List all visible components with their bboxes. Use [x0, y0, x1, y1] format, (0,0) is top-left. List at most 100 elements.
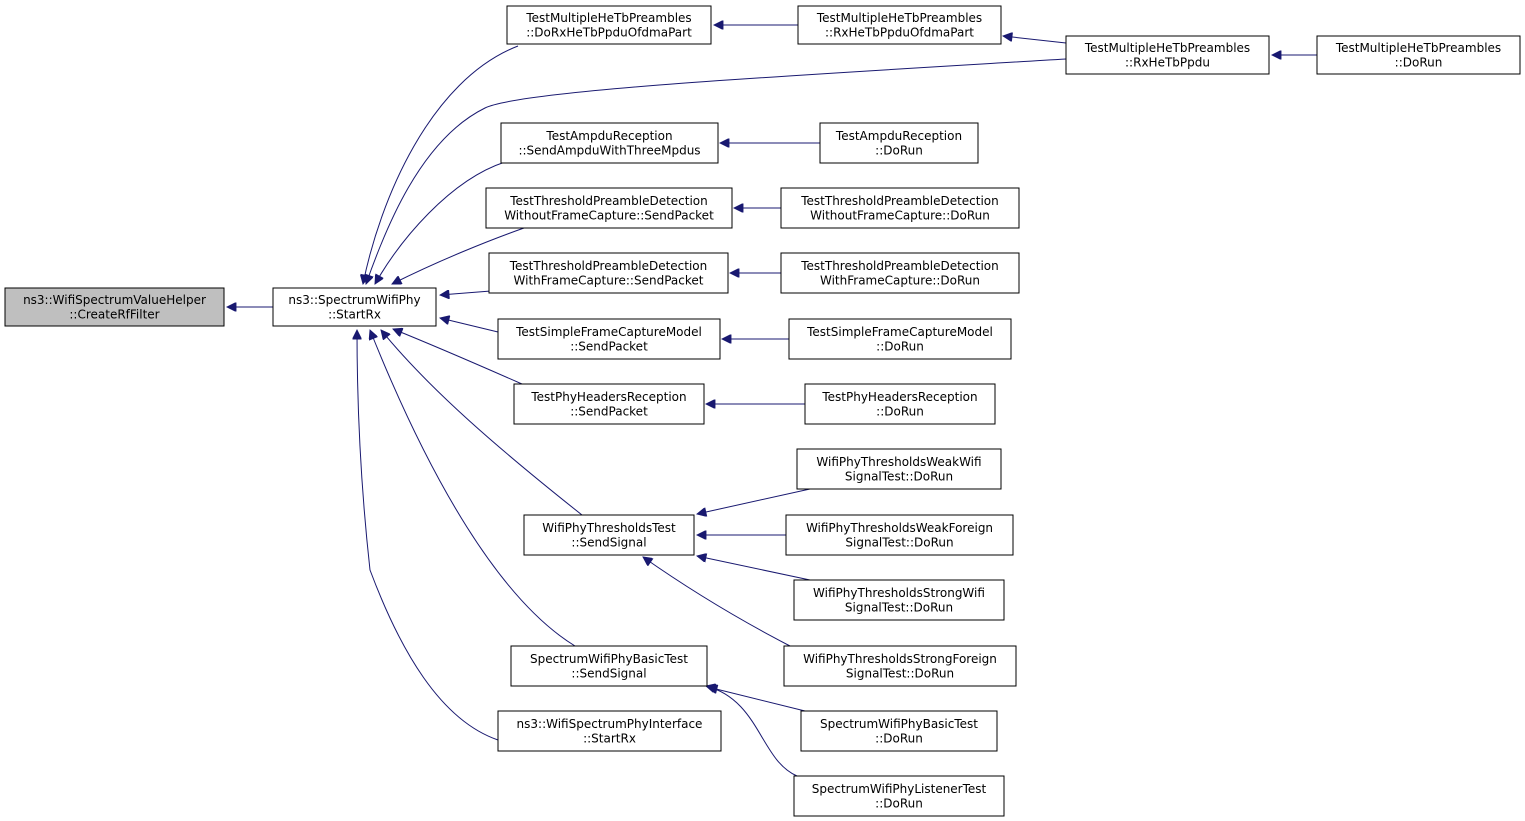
- node-box[interactable]: [788, 318, 1012, 360]
- node-box[interactable]: [783, 645, 1017, 687]
- node-box[interactable]: [780, 187, 1020, 229]
- node-box[interactable]: [819, 122, 979, 164]
- node-label-line: ::DoRun: [876, 404, 924, 418]
- node-box[interactable]: [785, 514, 1014, 556]
- node-dorxhetb[interactable]: TestMultipleHeTbPreambles::DoRxHeTbPpduO…: [506, 5, 712, 45]
- node-label-line: SignalTest::DoRun: [845, 600, 953, 614]
- node-label-line: SignalTest::DoRun: [845, 469, 953, 483]
- node-box[interactable]: [488, 252, 729, 294]
- node-label-line: TestPhyHeadersReception: [530, 390, 686, 404]
- node-wpt_sw[interactable]: WifiPhyThresholdsStrongWifiSignalTest::D…: [793, 579, 1005, 621]
- node-phr_dorun[interactable]: TestPhyHeadersReception::DoRun: [804, 383, 996, 425]
- node-box[interactable]: [797, 5, 1002, 45]
- edge-swpb_dorun-to-swpb_send: [708, 687, 806, 712]
- edge-line: [697, 556, 811, 581]
- node-label-line: TestThresholdPreambleDetection: [509, 194, 708, 208]
- node-tpd_wo_dorun[interactable]: TestThresholdPreambleDetectionWithoutFra…: [780, 187, 1020, 229]
- node-box[interactable]: [4, 287, 225, 327]
- node-box[interactable]: [780, 252, 1020, 294]
- edge-swpb_send-to-startrx: [370, 330, 576, 647]
- edge-wpt_send-to-startrx: [381, 330, 583, 516]
- edge-dorxhetb-to-startrx: [363, 45, 519, 284]
- node-box[interactable]: [793, 775, 1005, 817]
- edge-line: [357, 330, 499, 741]
- node-startrx[interactable]: ns3::SpectrumWifiPhy::StartRx: [272, 287, 437, 327]
- edge-line: [392, 227, 525, 284]
- node-tpd_w_send[interactable]: TestThresholdPreambleDetectionWithFrameC…: [488, 252, 729, 294]
- node-label-line: TestMultipleHeTbPreambles: [525, 11, 691, 25]
- node-box[interactable]: [510, 645, 708, 687]
- node-label-line: ::DoRun: [875, 731, 923, 745]
- node-wpt_wf[interactable]: WifiPhyThresholdsWeakForeignSignalTest::…: [785, 514, 1014, 556]
- edge-line: [706, 686, 798, 777]
- node-createrf[interactable]: ns3::WifiSpectrumValueHelper::CreateRfFi…: [4, 287, 225, 327]
- node-box[interactable]: [500, 122, 719, 164]
- nodes-layer: ns3::WifiSpectrumValueHelper::CreateRfFi…: [4, 5, 1521, 817]
- node-label-line: ::SendAmpduWithThreeMpdus: [518, 143, 700, 157]
- node-box[interactable]: [523, 514, 695, 556]
- edge-wpt_ww-to-wpt_send: [697, 488, 811, 514]
- node-mhe_dorun[interactable]: TestMultipleHeTbPreambles::DoRun: [1316, 35, 1521, 75]
- node-label-line: ::SendPacket: [570, 339, 648, 353]
- edge-swpl_dorun-to-swpb_send: [706, 686, 798, 777]
- node-label-line: ::SendSignal: [571, 535, 646, 549]
- node-label-line: TestAmpduReception: [835, 129, 962, 143]
- node-label-line: ::SendSignal: [571, 666, 646, 680]
- node-box[interactable]: [272, 287, 437, 327]
- node-box[interactable]: [796, 448, 1002, 490]
- edge-ampdu_send-to-startrx: [375, 161, 506, 284]
- node-box[interactable]: [497, 318, 721, 360]
- node-label-line: ::DoRun: [876, 339, 924, 353]
- node-ampdu_dorun[interactable]: TestAmpduReception::DoRun: [819, 122, 979, 164]
- node-label-line: ::StartRx: [583, 731, 636, 745]
- node-wpt_sf[interactable]: WifiPhyThresholdsStrongForeignSignalTest…: [783, 645, 1017, 687]
- node-wpt_ww[interactable]: WifiPhyThresholdsWeakWifiSignalTest::DoR…: [796, 448, 1002, 490]
- node-label-line: WifiPhyThresholdsWeakWifi: [816, 455, 981, 469]
- node-label-line: WithFrameCapture::DoRun: [820, 273, 980, 287]
- edge-wpt_sf-to-wpt_send: [643, 557, 791, 647]
- node-box[interactable]: [800, 710, 998, 752]
- node-box[interactable]: [485, 187, 733, 229]
- node-swpb_dorun[interactable]: SpectrumWifiPhyBasicTest::DoRun: [800, 710, 998, 752]
- node-box[interactable]: [793, 579, 1005, 621]
- node-label-line: TestPhyHeadersReception: [821, 390, 977, 404]
- node-label-line: SpectrumWifiPhyBasicTest: [530, 652, 688, 666]
- node-label-line: WithoutFrameCapture::DoRun: [810, 208, 990, 222]
- edge-line: [643, 557, 791, 647]
- node-box[interactable]: [804, 383, 996, 425]
- node-tpd_wo_send[interactable]: TestThresholdPreambleDetectionWithoutFra…: [485, 187, 733, 229]
- edge-line: [393, 329, 523, 385]
- node-swpl_dorun[interactable]: SpectrumWifiPhyListenerTest::DoRun: [793, 775, 1005, 817]
- node-box[interactable]: [513, 383, 705, 425]
- node-wspi_startrx[interactable]: ns3::WifiSpectrumPhyInterface::StartRx: [497, 710, 722, 752]
- edge-rxhetb-to-rxhetbofdma: [1003, 36, 1067, 44]
- node-label-line: WifiPhyThresholdsTest: [542, 521, 676, 535]
- edge-tpd_w_send-to-startrx: [440, 291, 492, 295]
- edge-line: [697, 488, 811, 514]
- node-rxhetbofdma[interactable]: TestMultipleHeTbPreambles::RxHeTbPpduOfd…: [797, 5, 1002, 45]
- node-sfc_dorun[interactable]: TestSimpleFrameCaptureModel::DoRun: [788, 318, 1012, 360]
- node-ampdu_send[interactable]: TestAmpduReception::SendAmpduWithThreeMp…: [500, 122, 719, 164]
- edge-sfc_send-to-startrx: [440, 318, 499, 333]
- edge-phr_send-to-startrx: [393, 329, 523, 385]
- node-box[interactable]: [497, 710, 722, 752]
- node-box[interactable]: [506, 5, 712, 45]
- node-label-line: TestThresholdPreambleDetection: [800, 259, 999, 273]
- node-label-line: TestThresholdPreambleDetection: [509, 259, 708, 273]
- node-sfc_send[interactable]: TestSimpleFrameCaptureModel::SendPacket: [497, 318, 721, 360]
- node-label-line: SpectrumWifiPhyListenerTest: [812, 782, 987, 796]
- edge-tpd_wo_send-to-startrx: [392, 227, 525, 284]
- node-box[interactable]: [1065, 35, 1270, 75]
- node-label-line: SpectrumWifiPhyBasicTest: [820, 717, 978, 731]
- edge-wspi_startrx-to-startrx: [357, 330, 499, 741]
- node-phr_send[interactable]: TestPhyHeadersReception::SendPacket: [513, 383, 705, 425]
- node-rxhetb[interactable]: TestMultipleHeTbPreambles::RxHeTbPpdu: [1065, 35, 1270, 75]
- node-label-line: ::RxHeTbPpduOfdmaPart: [825, 25, 974, 39]
- node-box[interactable]: [1316, 35, 1521, 75]
- node-tpd_w_dorun[interactable]: TestThresholdPreambleDetectionWithFrameC…: [780, 252, 1020, 294]
- node-label-line: ::DoRun: [875, 796, 923, 810]
- node-swpb_send[interactable]: SpectrumWifiPhyBasicTest::SendSignal: [510, 645, 708, 687]
- node-label-line: TestMultipleHeTbPreambles: [1084, 41, 1250, 55]
- edge-line: [366, 58, 1067, 284]
- node-wpt_send[interactable]: WifiPhyThresholdsTest::SendSignal: [523, 514, 695, 556]
